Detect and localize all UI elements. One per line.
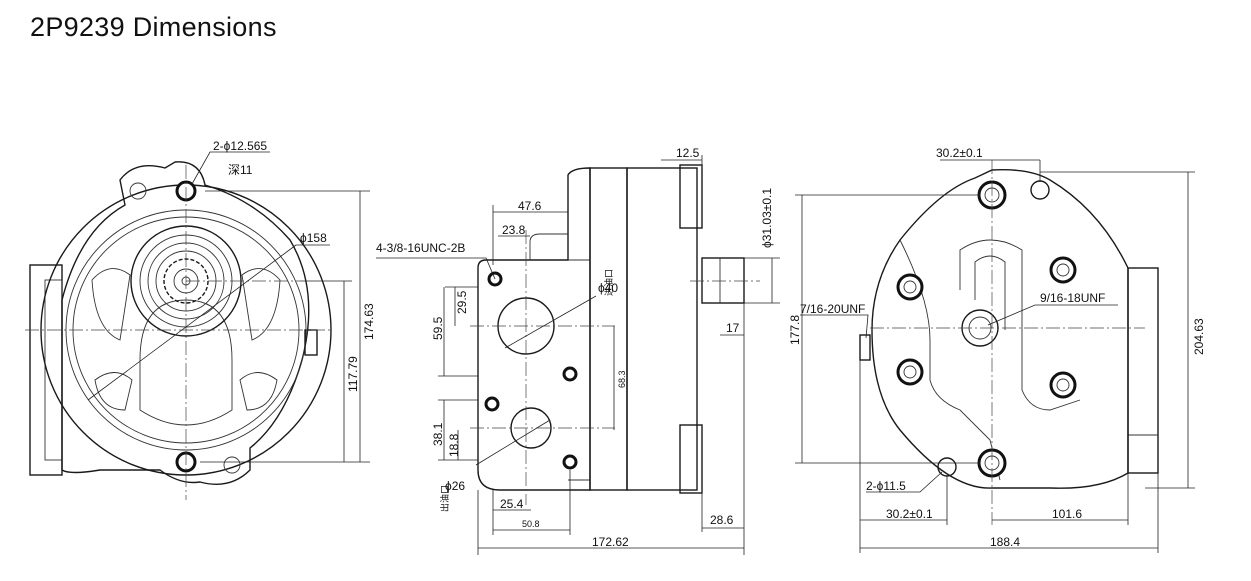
middle-shaft-length: 17 <box>726 321 740 335</box>
page-title: 2P9239 Dimensions <box>30 12 277 42</box>
middle-inlet-diameter: ϕ40 <box>598 281 618 295</box>
middle-mount-plate <box>477 167 591 491</box>
middle-dim-68-3: 68.3 <box>617 370 627 388</box>
middle-body-front <box>589 167 628 491</box>
middle-outlet-diameter: ϕ26 <box>445 479 465 493</box>
middle-thread-callout: 4-3/8-16UNC-2B <box>376 241 465 255</box>
right-body-outline <box>871 169 1129 489</box>
middle-dim-50-8: 50.8 <box>522 519 540 529</box>
middle-dim-18-8: 18.8 <box>447 433 461 457</box>
middle-dim-29-5: 29.5 <box>455 290 469 314</box>
middle-dim-28-6: 28.6 <box>710 513 734 527</box>
right-top-offset-label: 30.2±0.1 <box>936 146 983 160</box>
right-side-flange <box>1127 267 1159 474</box>
middle-offset-1-label: 47.6 <box>518 199 542 213</box>
middle-outlet-label: 出油口 <box>439 485 450 512</box>
right-thread-left-callout: 7/16-20UNF <box>800 302 865 316</box>
left-height-center-label: 117.79 <box>346 356 360 392</box>
middle-dim-25-4: 25.4 <box>500 497 524 511</box>
middle-shaft-diameter: ϕ31.03±0.1 <box>760 188 774 248</box>
middle-overall-length: 172.62 <box>592 535 629 549</box>
right-view: 30.2±0.1 7/16-20UNF 9/16-18UNF 177.8 204… <box>788 146 1206 553</box>
left-holes-callout: 2-ϕ12.565 <box>213 139 267 153</box>
middle-body-rear <box>626 167 698 491</box>
middle-view: 12.5 47.6 23.8 4-3/8-16UNC-2B ϕ40 进油口 29… <box>376 146 780 555</box>
left-body-outline <box>61 161 310 485</box>
right-holes-callout: 2-ϕ11.5 <box>866 479 906 493</box>
right-height-right-label: 204.63 <box>1192 318 1206 355</box>
right-bottom-offset-label: 30.2±0.1 <box>886 507 933 521</box>
right-thread-center-callout: 9/16-18UNF <box>1040 291 1105 305</box>
middle-shaft <box>701 257 745 304</box>
middle-flange-width-label: 12.5 <box>676 146 700 160</box>
right-height-left-label: 177.8 <box>788 315 802 345</box>
left-height-total-label: 174.63 <box>362 303 376 340</box>
middle-rear-flange <box>679 164 703 229</box>
right-overall-width: 188.4 <box>990 535 1020 549</box>
middle-inlet-label: 进油口 <box>603 269 614 296</box>
right-dim-101-6: 101.6 <box>1052 507 1082 521</box>
middle-dim-59-5: 59.5 <box>431 316 445 340</box>
left-view: 2-ϕ12.565 深11 ϕ158 174.63 117.79 <box>25 139 376 500</box>
left-diameter-label: ϕ158 <box>300 231 327 245</box>
middle-dim-38-1: 38.1 <box>431 422 445 446</box>
middle-offset-2-label: 23.8 <box>502 223 526 237</box>
left-depth-callout: 深11 <box>228 163 253 177</box>
